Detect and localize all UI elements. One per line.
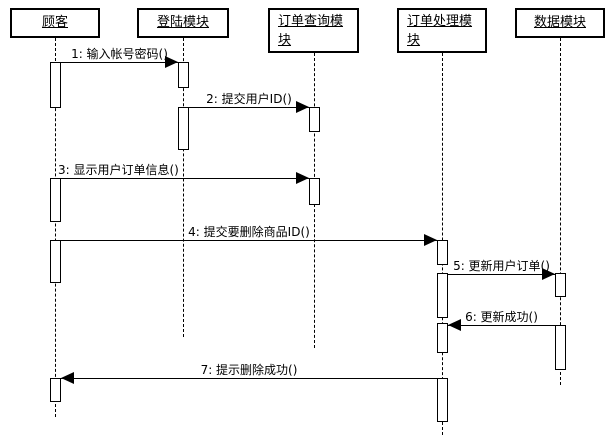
activation-bar [437,378,448,422]
message-label: 5: 更新用户订单() [453,259,550,273]
activation-bar [437,323,448,353]
object-label: 顾客 [41,15,68,30]
message-line-1[interactable] [61,62,178,63]
arrowhead-left-icon [61,372,74,384]
message-label: 6: 更新成功() [465,310,538,324]
activation-bar [309,178,320,205]
object-box-data-module[interactable]: 数据模块 [515,8,605,38]
object-label: 数据模块 [533,15,586,30]
arrowhead-left-icon [448,319,461,331]
arrowhead-right-icon [165,56,178,68]
message-label: 1: 输入帐号密码() [71,47,168,61]
lifeline-customer [55,38,56,417]
object-label: 订单处理模块 [407,14,473,48]
activation-bar [555,325,566,370]
activation-bar [437,273,448,318]
message-line-7[interactable] [61,378,437,379]
activation-bar [437,240,448,265]
object-label: 订单查询模块 [278,14,344,48]
activation-bar [178,62,189,88]
activation-bar [50,178,61,222]
message-line-3[interactable] [61,178,309,179]
activation-bar [178,107,189,150]
arrowhead-right-icon [296,101,309,113]
activation-bar [50,378,61,402]
object-box-order-query-module[interactable]: 订单查询模块 [268,8,359,53]
lifeline-data-module [560,38,561,385]
object-box-login-module[interactable]: 登陆模块 [137,8,229,38]
message-line-2[interactable] [189,107,309,108]
message-line-4[interactable] [61,240,437,241]
message-label: 3: 显示用户订单信息() [58,163,179,177]
activation-bar [555,273,566,297]
message-line-6[interactable] [448,325,555,326]
object-box-order-process-module[interactable]: 订单处理模块 [397,8,487,53]
message-label: 2: 提交用户ID() [206,92,292,106]
message-line-5[interactable] [448,274,555,275]
arrowhead-right-icon [424,234,437,246]
lifeline-login-module [183,38,184,337]
activation-bar [309,107,320,132]
message-label: 4: 提交要删除商品ID() [188,225,310,239]
arrowhead-right-icon [542,268,555,280]
message-label: 7: 提示删除成功() [200,363,298,377]
activation-bar [50,62,61,108]
object-box-customer[interactable]: 顾客 [10,8,100,38]
activation-bar [50,240,61,283]
object-label: 登陆模块 [156,15,209,30]
arrowhead-right-icon [296,172,309,184]
